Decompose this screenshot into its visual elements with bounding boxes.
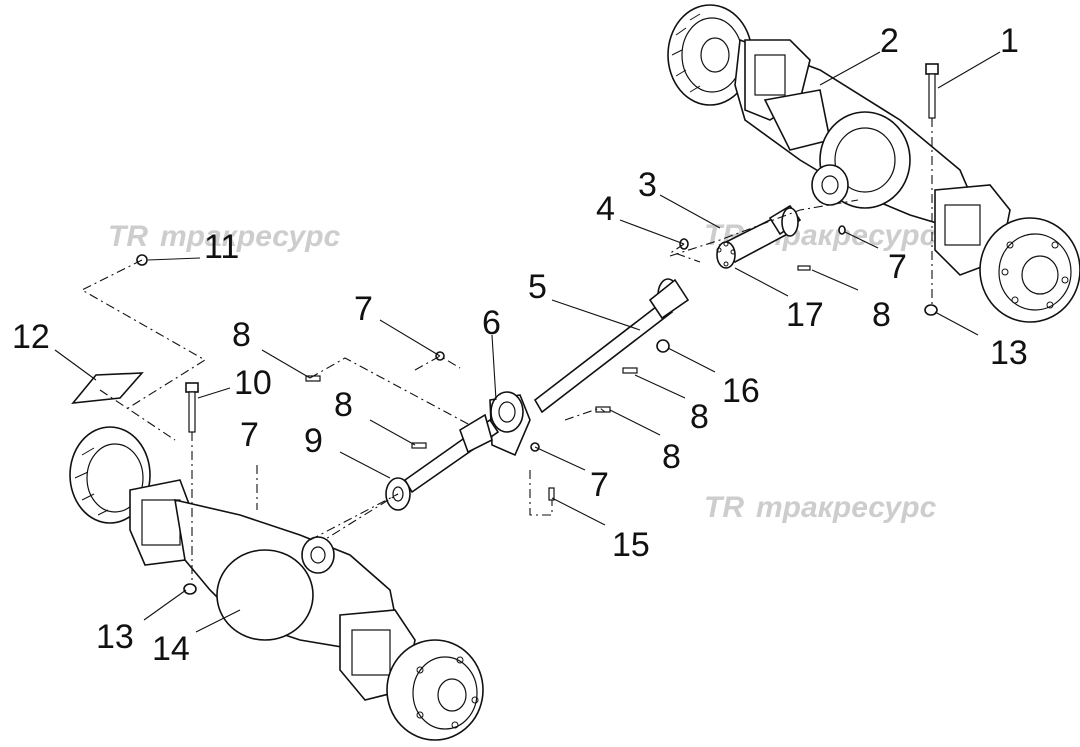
- callout-13-rear: 13: [990, 334, 1028, 372]
- watermark-text: тракресурс: [756, 491, 937, 524]
- callout-7-b: 7: [240, 416, 259, 454]
- rear-axle: [667, 4, 1080, 323]
- callout-7-a: 7: [354, 290, 373, 328]
- driveshaft-9: [385, 413, 500, 511]
- callout-5: 5: [528, 268, 547, 306]
- axis-line-5: [414, 355, 461, 371]
- axis-line-10: [80, 259, 207, 411]
- axis-line-7: [529, 470, 553, 516]
- watermark-3: TR тракресурс: [704, 491, 937, 524]
- watermark-logo: TR: [108, 220, 148, 253]
- nut-13-front: [183, 583, 197, 595]
- callout-7-d: 7: [888, 248, 907, 286]
- bolt-8-small: [797, 265, 811, 271]
- watermark-text: тракресурс: [160, 220, 341, 253]
- callout-1: 1: [1000, 22, 1019, 60]
- nut-13-rear: [924, 304, 938, 316]
- bolt-7-small: [838, 225, 846, 235]
- callout-13-front: 13: [96, 618, 134, 656]
- callout-8-e: 8: [872, 296, 891, 334]
- callout-6: 6: [482, 304, 501, 342]
- callout-11: 11: [204, 228, 239, 266]
- callout-16: 16: [722, 372, 760, 410]
- bolt-8-c: [595, 406, 611, 413]
- axis-line-11: [99, 389, 176, 441]
- callout-4: 4: [596, 190, 615, 228]
- callout-2: 2: [880, 22, 899, 60]
- axis-line-3: [670, 243, 701, 263]
- driveshaft-5: [533, 278, 690, 414]
- watermark-1: TR тракресурс: [108, 220, 341, 253]
- center-bearing-6: [489, 391, 531, 457]
- bolt-10: [185, 382, 199, 433]
- axis-line-4: [309, 357, 471, 426]
- callout-8-a: 8: [232, 316, 251, 354]
- callout-7-c: 7: [590, 466, 609, 504]
- callout-14: 14: [152, 630, 190, 668]
- callout-3: 3: [638, 166, 657, 204]
- axis-line-2: [669, 199, 859, 257]
- plate-12: [71, 372, 144, 405]
- bolt-1: [925, 63, 939, 119]
- axis-line-13: [309, 493, 399, 541]
- callout-labels: 1 2 3 4 5 6 7 7 7 7 8 8 8 8 8 9 10 11 12…: [12, 22, 1028, 668]
- bolt-8-d: [622, 367, 638, 374]
- axis-line-6: [564, 407, 606, 421]
- callout-15: 15: [612, 526, 650, 564]
- callout-8-b: 8: [334, 386, 353, 424]
- callout-10: 10: [234, 364, 272, 402]
- callout-9: 9: [304, 422, 323, 460]
- watermark-logo: TR: [704, 491, 744, 524]
- callout-8-d: 8: [690, 398, 709, 436]
- nut-16: [656, 339, 670, 353]
- bolt-8-b: [411, 442, 427, 449]
- callout-12: 12: [12, 318, 50, 356]
- callout-8-c: 8: [662, 438, 681, 476]
- front-axle: [69, 426, 484, 741]
- callout-17: 17: [786, 296, 824, 334]
- leader-lines: [54, 51, 1001, 633]
